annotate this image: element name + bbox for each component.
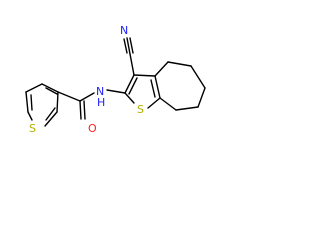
benzothiophene-sulfur-label: S — [137, 103, 144, 116]
benzothiophene-five-ring — [124, 74, 161, 109]
amide-nitrogen-label: N — [96, 85, 104, 98]
cyano-nitrogen-label: N — [120, 24, 128, 37]
cyclohexane-ring — [154, 61, 206, 111]
amide-linker — [57, 91, 95, 120]
carbonyl-oxygen-label: O — [88, 122, 97, 135]
thiophene-sulfur-label: S — [29, 122, 36, 135]
chemical-structure-canvas: N N H O S S — [0, 0, 230, 148]
n-c2-bond — [106, 89, 126, 94]
molecule-drawing: N N H O S S — [25, 24, 206, 135]
cyano-group — [123, 37, 135, 76]
amide-hydrogen-label: H — [97, 96, 105, 109]
thiophene-ring — [25, 83, 59, 127]
